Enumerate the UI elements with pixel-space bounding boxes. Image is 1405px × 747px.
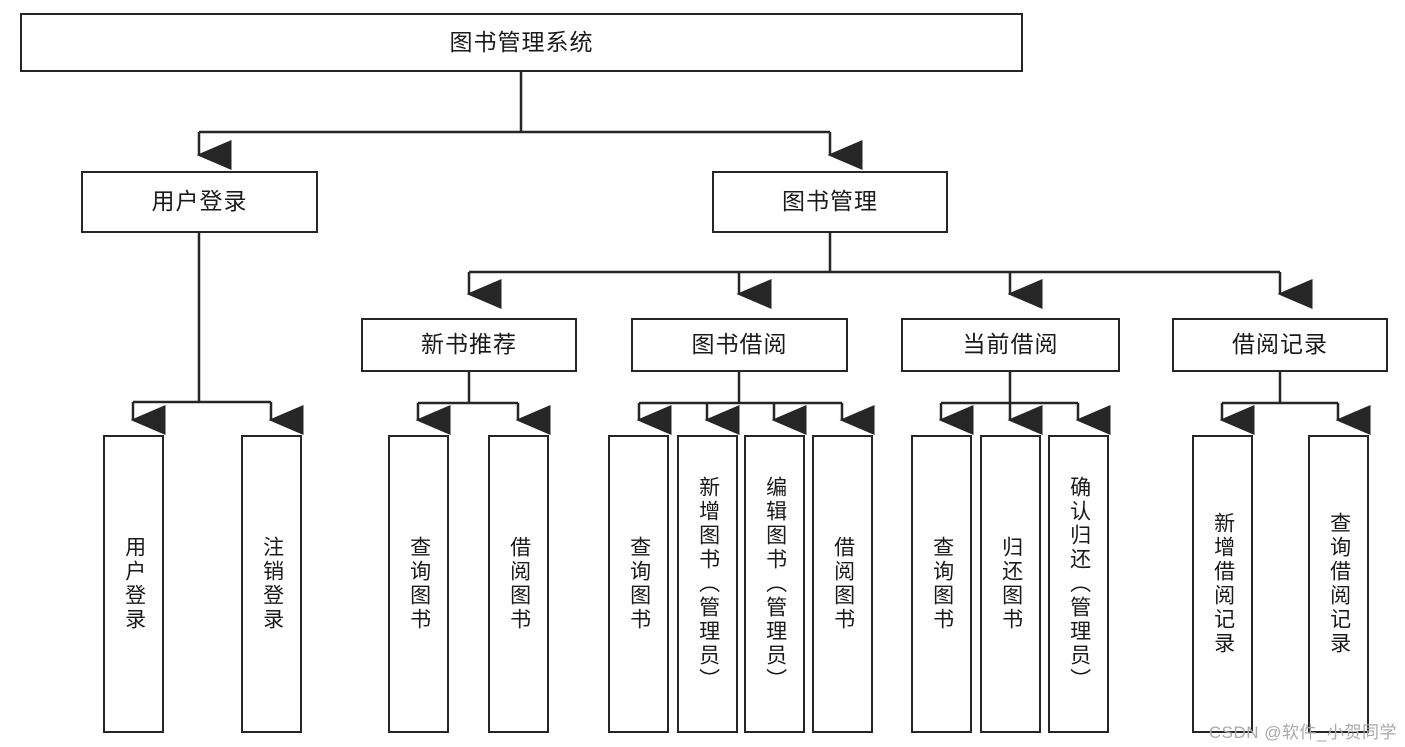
node-label: 归还图书 (999, 536, 1023, 632)
node-book-management[interactable]: 图书管理 (712, 171, 948, 233)
node-label: 图书借阅 (691, 331, 788, 358)
node-label: 查询图书 (407, 536, 431, 632)
leaf-add-book-admin[interactable]: 新增图书（管理员） (677, 435, 738, 733)
node-label: 用户登录 (122, 536, 146, 632)
node-label: 借阅图书 (507, 536, 531, 632)
node-current-borrow[interactable]: 当前借阅 (901, 318, 1120, 372)
node-label: 当前借阅 (962, 331, 1059, 358)
node-borrow-record[interactable]: 借阅记录 (1172, 318, 1388, 372)
node-label: 确认归还（管理员） (1067, 476, 1091, 692)
leaf-user-logout[interactable]: 注销登录 (241, 435, 302, 733)
node-user-login[interactable]: 用户登录 (81, 171, 318, 233)
node-label: 图书管理 (782, 188, 878, 215)
node-label: 用户登录 (151, 188, 248, 215)
node-label: 注销登录 (260, 536, 284, 632)
leaf-query-book-current[interactable]: 查询图书 (911, 435, 972, 733)
node-label: 编辑图书（管理员） (763, 476, 787, 692)
leaf-query-book-borrow[interactable]: 查询图书 (608, 435, 669, 733)
leaf-borrow-book[interactable]: 借阅图书 (812, 435, 873, 733)
node-label: 新书推荐 (421, 331, 517, 358)
leaf-add-borrow-record[interactable]: 新增借阅记录 (1192, 435, 1253, 733)
leaf-edit-book-admin[interactable]: 编辑图书（管理员） (744, 435, 805, 733)
leaf-user-login[interactable]: 用户登录 (103, 435, 164, 733)
node-root-system[interactable]: 图书管理系统 (20, 13, 1023, 72)
leaf-query-book-recommend[interactable]: 查询图书 (388, 435, 449, 733)
leaf-return-book[interactable]: 归还图书 (980, 435, 1041, 733)
leaf-borrow-book-recommend[interactable]: 借阅图书 (488, 435, 549, 733)
node-label: 借阅记录 (1232, 331, 1328, 358)
csdn-watermark: CSDN @软件_小贺同学 (1208, 723, 1397, 742)
node-label: 新增图书（管理员） (696, 476, 720, 692)
leaf-query-borrow-record[interactable]: 查询借阅记录 (1308, 435, 1369, 733)
node-label: 新增借阅记录 (1211, 512, 1235, 656)
node-new-book-recommend[interactable]: 新书推荐 (361, 318, 577, 372)
node-label: 查询图书 (930, 536, 954, 632)
node-label: 图书管理系统 (449, 28, 594, 55)
node-label: 查询图书 (627, 536, 651, 632)
node-label: 借阅图书 (831, 536, 855, 632)
leaf-confirm-return-admin[interactable]: 确认归还（管理员） (1048, 435, 1109, 733)
node-book-borrow[interactable]: 图书借阅 (631, 318, 848, 372)
node-label: 查询借阅记录 (1327, 512, 1351, 656)
